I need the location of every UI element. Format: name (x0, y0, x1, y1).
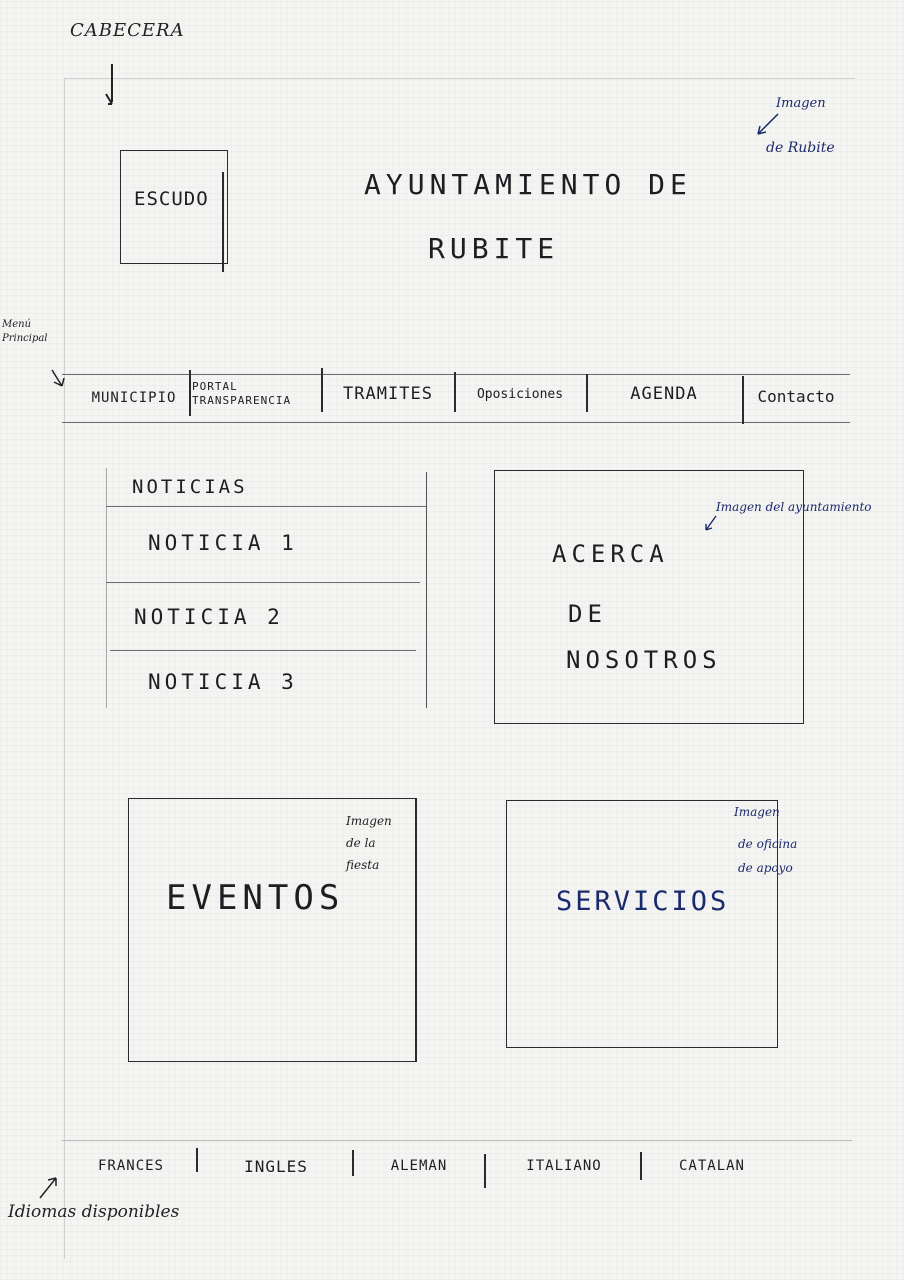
news-divider (110, 650, 416, 651)
footer-top-line (62, 1140, 852, 1141)
nav-item-tramites[interactable]: TRAMITES (324, 372, 452, 416)
events-section[interactable] (128, 798, 417, 1062)
menu-note: Menú Principal (2, 318, 48, 346)
arrow-icon (705, 515, 717, 531)
nav-item-label: Oposiciones (476, 386, 564, 402)
nav-divider (586, 374, 588, 412)
about-line1: ACERCA (552, 540, 669, 568)
language-label: FRANCES (97, 1158, 164, 1174)
nav-item-label: Contacto (757, 386, 835, 406)
arrow-down-icon (105, 64, 113, 105)
events-image-note-line3: fiesta (346, 858, 380, 872)
nav-item-label: AGENDA (630, 384, 698, 404)
site-title-line2: RUBITE (428, 232, 560, 265)
language-label: ITALIANO (526, 1158, 602, 1174)
nav-item-label: TRAMITES (343, 384, 433, 404)
page-frame (64, 78, 855, 1259)
services-label: SERVICIOS (556, 886, 730, 917)
site-title-line1: AYUNTAMIENTO DE (364, 168, 692, 201)
nav-item-label: MUNICIPIO (91, 390, 177, 406)
nav-divider (742, 376, 744, 424)
news-left-border (106, 468, 107, 708)
news-item-label: NOTICIA 1 (148, 531, 298, 555)
header-image-note: Imagen (776, 96, 826, 112)
nav-item-portal-transparencia[interactable]: PORTAL TRANSPARENCIA (192, 372, 320, 416)
news-item[interactable]: NOTICIA 3 (110, 652, 428, 712)
news-item-label: NOTICIA 2 (134, 605, 284, 629)
language-divider (484, 1154, 486, 1188)
news-item[interactable]: NOTICIA 1 (110, 508, 428, 578)
header-annotation: CABECERA (70, 20, 185, 41)
about-line3: NOSOTROS (566, 646, 722, 674)
news-right-border (426, 472, 427, 708)
header-image-note-line1: Imagen (776, 96, 826, 111)
nav-bottom-line (62, 422, 850, 423)
events-image-note-line2: de la (346, 836, 376, 850)
crest-box (120, 150, 228, 264)
arrow-icon (757, 113, 779, 135)
language-ingles[interactable]: INGLES (202, 1150, 350, 1182)
arrow-icon (51, 369, 65, 387)
crest-divider (222, 172, 224, 272)
nav-top-line (62, 374, 850, 375)
language-label: CATALAN (678, 1158, 745, 1174)
news-divider (106, 506, 426, 507)
news-divider (106, 582, 420, 583)
language-divider (196, 1148, 198, 1172)
news-item-label: NOTICIA 3 (148, 670, 298, 694)
services-image-note: Imagen (734, 800, 780, 824)
nav-item-oposiciones[interactable]: Oposiciones (456, 372, 584, 416)
about-section[interactable] (494, 470, 804, 724)
nav-item-municipio[interactable]: MUNICIPIO (80, 376, 188, 420)
nav-divider (321, 368, 323, 412)
events-image-note-line1: Imagen (346, 814, 392, 828)
nav-item-label: PORTAL TRANSPARENCIA (192, 380, 292, 407)
services-image-note-2: de oficina de apoyo (738, 832, 797, 880)
events-image-note: Imagen de la fiesta (346, 810, 392, 876)
nav-item-agenda[interactable]: AGENDA (590, 372, 738, 416)
services-image-note-line1: Imagen (734, 805, 780, 819)
services-image-note-line3: de apoyo (738, 861, 793, 875)
events-label: EVENTOS (166, 878, 345, 918)
language-frances[interactable]: FRANCES (72, 1150, 190, 1182)
services-image-note-line2: de oficina (738, 837, 798, 851)
crest-label: ESCUDO (134, 188, 209, 210)
language-catalan[interactable]: CATALAN (646, 1150, 778, 1182)
language-divider (640, 1152, 642, 1180)
menu-note-line1: Menú (2, 319, 32, 330)
menu-note-line2: Principal (2, 333, 48, 344)
nav-divider (454, 372, 456, 412)
arrow-icon (39, 1177, 57, 1199)
language-italiano[interactable]: ITALIANO (490, 1150, 638, 1182)
news-item[interactable]: NOTICIA 2 (110, 584, 428, 650)
news-heading: NOTICIAS (132, 476, 248, 498)
about-image-note: Imagen del ayuntamiento (716, 500, 872, 514)
language-label: INGLES (244, 1156, 308, 1176)
about-line2: DE (568, 600, 607, 628)
header-image-note-2: de Rubite (766, 140, 835, 156)
language-label: ALEMAN (390, 1158, 448, 1174)
language-aleman[interactable]: ALEMAN (358, 1150, 480, 1182)
nav-item-contacto[interactable]: Contacto (746, 374, 846, 418)
services-section[interactable] (506, 800, 778, 1048)
language-divider (352, 1150, 354, 1176)
languages-note: Idiomas disponibles (8, 1202, 180, 1222)
nav-divider (189, 370, 191, 416)
